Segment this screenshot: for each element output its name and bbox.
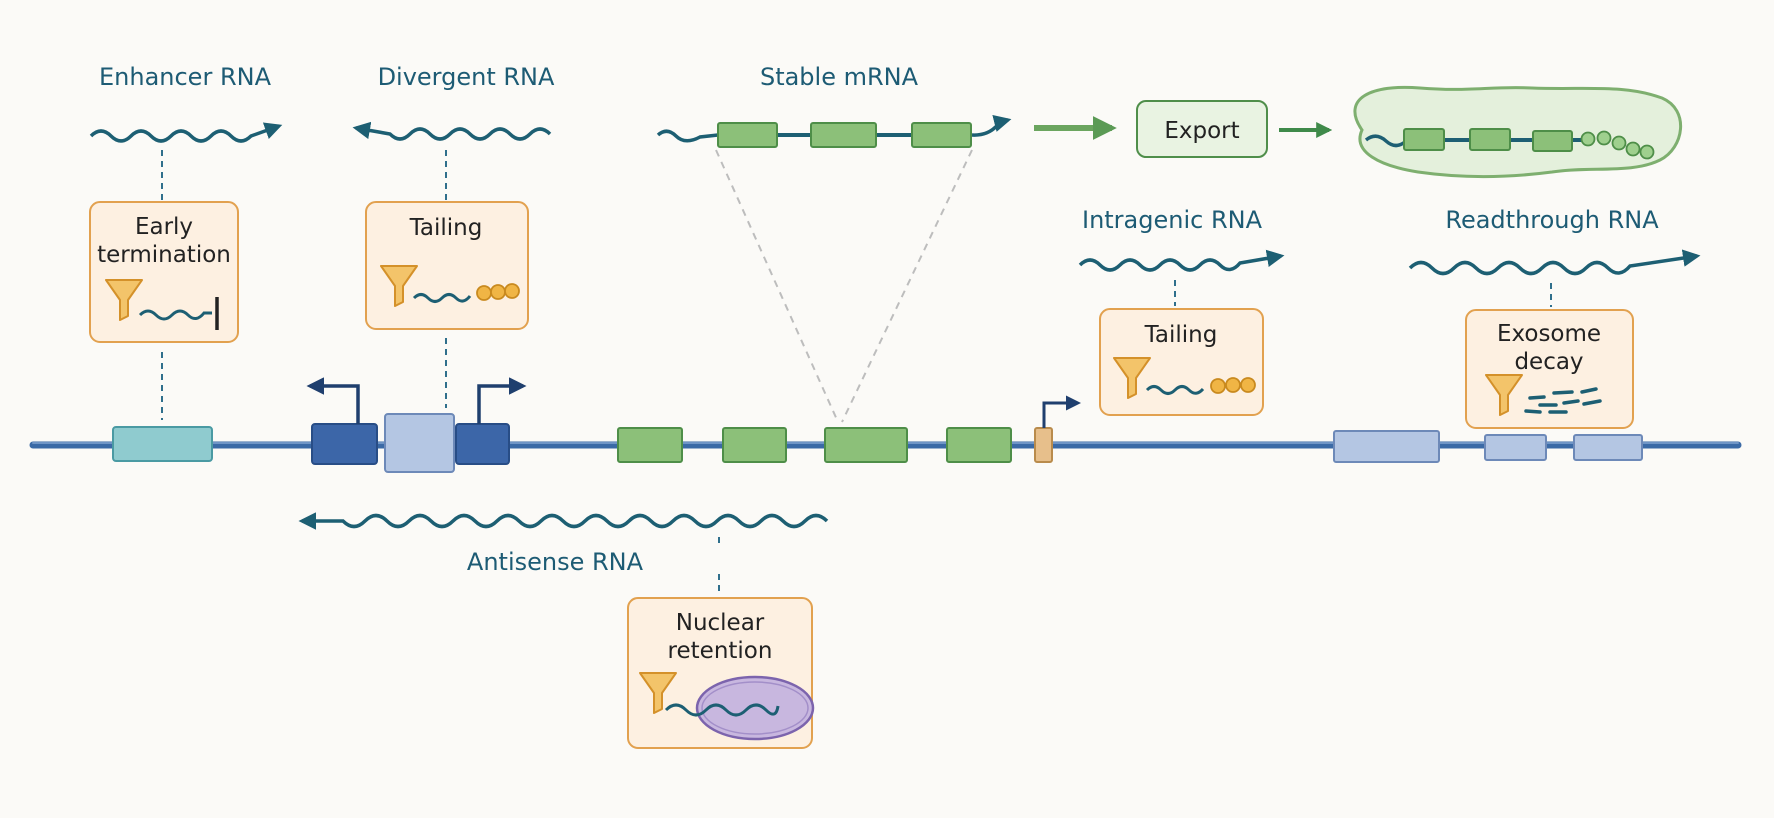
tailing-divergent-label: Tailing [409, 215, 483, 241]
truncated-rna [138, 309, 212, 321]
cyto-exon-1 [1403, 128, 1445, 151]
downstream-region-3 [1573, 434, 1643, 461]
early-termination-line1: Early [135, 214, 193, 240]
rna-fragments-icon [1524, 387, 1602, 414]
exosome-decay-line1: Exosome [1497, 321, 1601, 347]
label-antisense-rna: Antisense RNA [467, 548, 644, 576]
label-readthrough-rna: Readthrough RNA [1445, 206, 1659, 234]
label-divergent-rna: Divergent RNA [378, 63, 555, 91]
nuclear-retention-line2: retention [668, 638, 773, 664]
intragenic-rna-wave [1078, 249, 1285, 272]
tss-arrow-left [306, 377, 360, 424]
export-box [1136, 100, 1268, 158]
nuclear-compartment-icon [695, 675, 815, 741]
downstream-region-1 [1333, 430, 1440, 463]
early-termination-line2: termination [97, 242, 231, 268]
exon-2 [722, 427, 787, 463]
label-stable-mrna: Stable mRNA [760, 63, 919, 91]
polya-tail-icon [1580, 130, 1655, 160]
label-intragenic-rna: Intragenic RNA [1082, 206, 1263, 234]
exosome-decay-line2: decay [1514, 349, 1583, 375]
fate-box-tailing-divergent: Tailing [365, 201, 529, 330]
exon-3 [824, 427, 908, 463]
cyto-exon-3 [1532, 130, 1573, 152]
cytoplasm [1353, 85, 1682, 178]
downstream-region-2 [1484, 434, 1547, 461]
promoter-block-left [311, 423, 378, 465]
export-label: Export [1164, 118, 1239, 144]
readthrough-rna-wave [1408, 249, 1701, 276]
cyto-exon-2 [1469, 128, 1511, 151]
nuclear-retention-line1: Nuclear [676, 610, 765, 636]
enhancer-rna-wave [89, 122, 283, 143]
antisense-rna-wave [298, 512, 829, 530]
mrna-exon-2 [810, 122, 877, 148]
label-enhancer-rna: Enhancer RNA [99, 63, 272, 91]
promoter-block-right [455, 423, 510, 465]
exon-4 [946, 427, 1012, 463]
exon-1 [617, 427, 683, 463]
fate-box-tailing-intragenic: Tailing [1099, 308, 1264, 416]
fate-box-nuclear-retention: Nuclear retention [627, 597, 815, 749]
fate-box-exosome-decay: Exosome decay [1465, 309, 1634, 429]
intragenic-promoter [1034, 427, 1053, 463]
enhancer-region [112, 426, 213, 462]
divergent-rna-wave [352, 121, 552, 141]
mrna-exon-1 [717, 122, 778, 148]
splice-guide-right [841, 149, 973, 423]
mrna-exon-3 [911, 122, 972, 148]
fate-box-early-termination: Early termination [89, 201, 239, 343]
polya-tail-icon [1210, 377, 1256, 394]
tss-arrow-right [477, 377, 527, 424]
mrna-3prime-arrow [971, 114, 1012, 137]
mrna-5prime-tail [656, 129, 719, 143]
tss-arrow-intragenic [1042, 395, 1081, 428]
polya-tail-icon [476, 283, 520, 301]
splice-guide-left [715, 149, 839, 423]
promoter-core [384, 413, 455, 473]
tailing-intragenic-label: Tailing [1144, 322, 1218, 348]
